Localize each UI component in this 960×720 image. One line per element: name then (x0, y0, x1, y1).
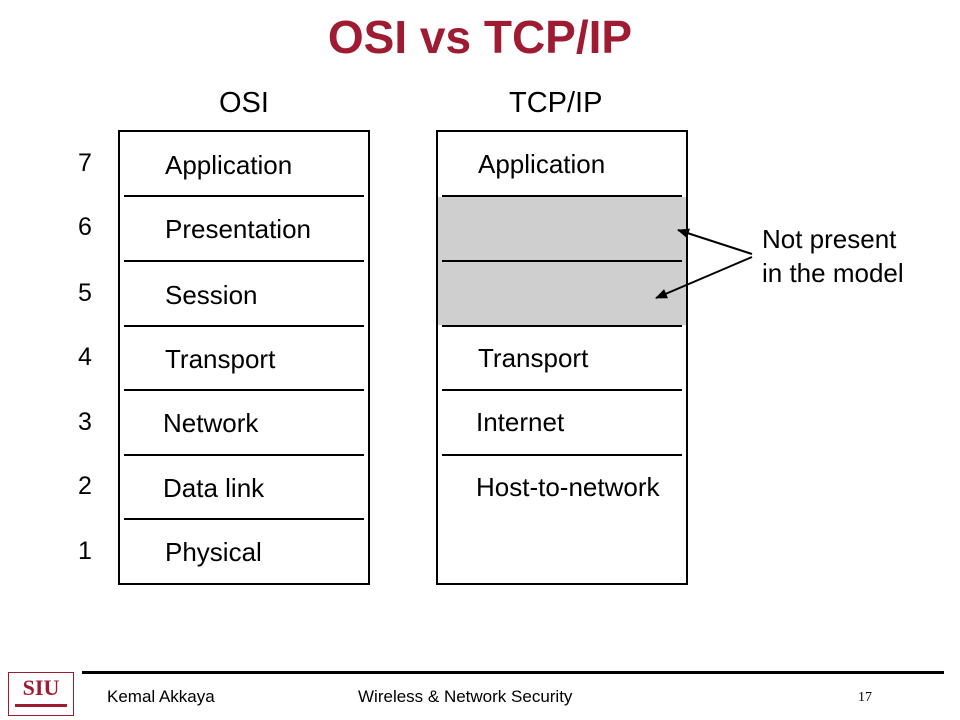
osi-heading: OSI (219, 87, 269, 119)
layer-divider (124, 260, 364, 262)
layer-divider (124, 389, 364, 391)
osi-layer-data-link: Data link (163, 473, 265, 503)
layer-divider (124, 518, 364, 520)
siu-logo: SIU (8, 672, 74, 716)
layer-divider (442, 260, 682, 262)
tcpip-layer-transport: Transport (478, 343, 589, 373)
footer-author: Kemal Akkaya (107, 687, 215, 706)
arrow-to-session (655, 256, 753, 299)
annotation-line-1: Not present (762, 224, 897, 254)
layer-number: 5 (78, 279, 92, 307)
tcpip-layer-internet: Internet (476, 407, 565, 437)
osi-layer-session: Session (165, 280, 258, 310)
tcpip-heading: TCP/IP (509, 87, 603, 119)
layer-number: 3 (78, 408, 92, 436)
footer-course: Wireless & Network Security (358, 687, 573, 706)
layer-divider (442, 195, 682, 197)
layer-divider (124, 454, 364, 456)
tcpip-layer-application: Application (478, 149, 606, 179)
osi-layer-transport: Transport (165, 344, 276, 374)
layer-number: 4 (78, 343, 92, 371)
slide-title: OSI vs TCP/IP (327, 11, 633, 63)
footer-rule (82, 671, 944, 674)
layer-divider (442, 389, 682, 391)
logo-underline-icon (15, 704, 67, 707)
annotation: Not present in the model (762, 222, 904, 290)
siu-logo-text: SIU (22, 675, 60, 700)
layer-divider (442, 325, 682, 327)
layer-number: 7 (78, 149, 92, 177)
osi-layer-network: Network (163, 408, 259, 438)
tcpip-stack: Application Transport Internet Host-to-n… (436, 130, 688, 585)
annotation-line-2: in the model (762, 258, 904, 288)
osi-layer-physical: Physical (165, 537, 262, 567)
layer-divider (124, 195, 364, 197)
layer-number: 2 (78, 472, 92, 500)
layer-number: 1 (78, 537, 92, 565)
osi-stack: Application Presentation Session Transpo… (118, 130, 370, 585)
layer-number: 6 (78, 213, 92, 241)
tcpip-layer-host-to-network: Host-to-network (476, 472, 660, 502)
page-number: 17 (858, 690, 872, 705)
layer-divider (124, 325, 364, 327)
osi-layer-presentation: Presentation (165, 214, 311, 244)
layer-divider (442, 454, 682, 456)
arrow-to-presentation (677, 228, 753, 255)
osi-layer-application: Application (165, 150, 293, 180)
